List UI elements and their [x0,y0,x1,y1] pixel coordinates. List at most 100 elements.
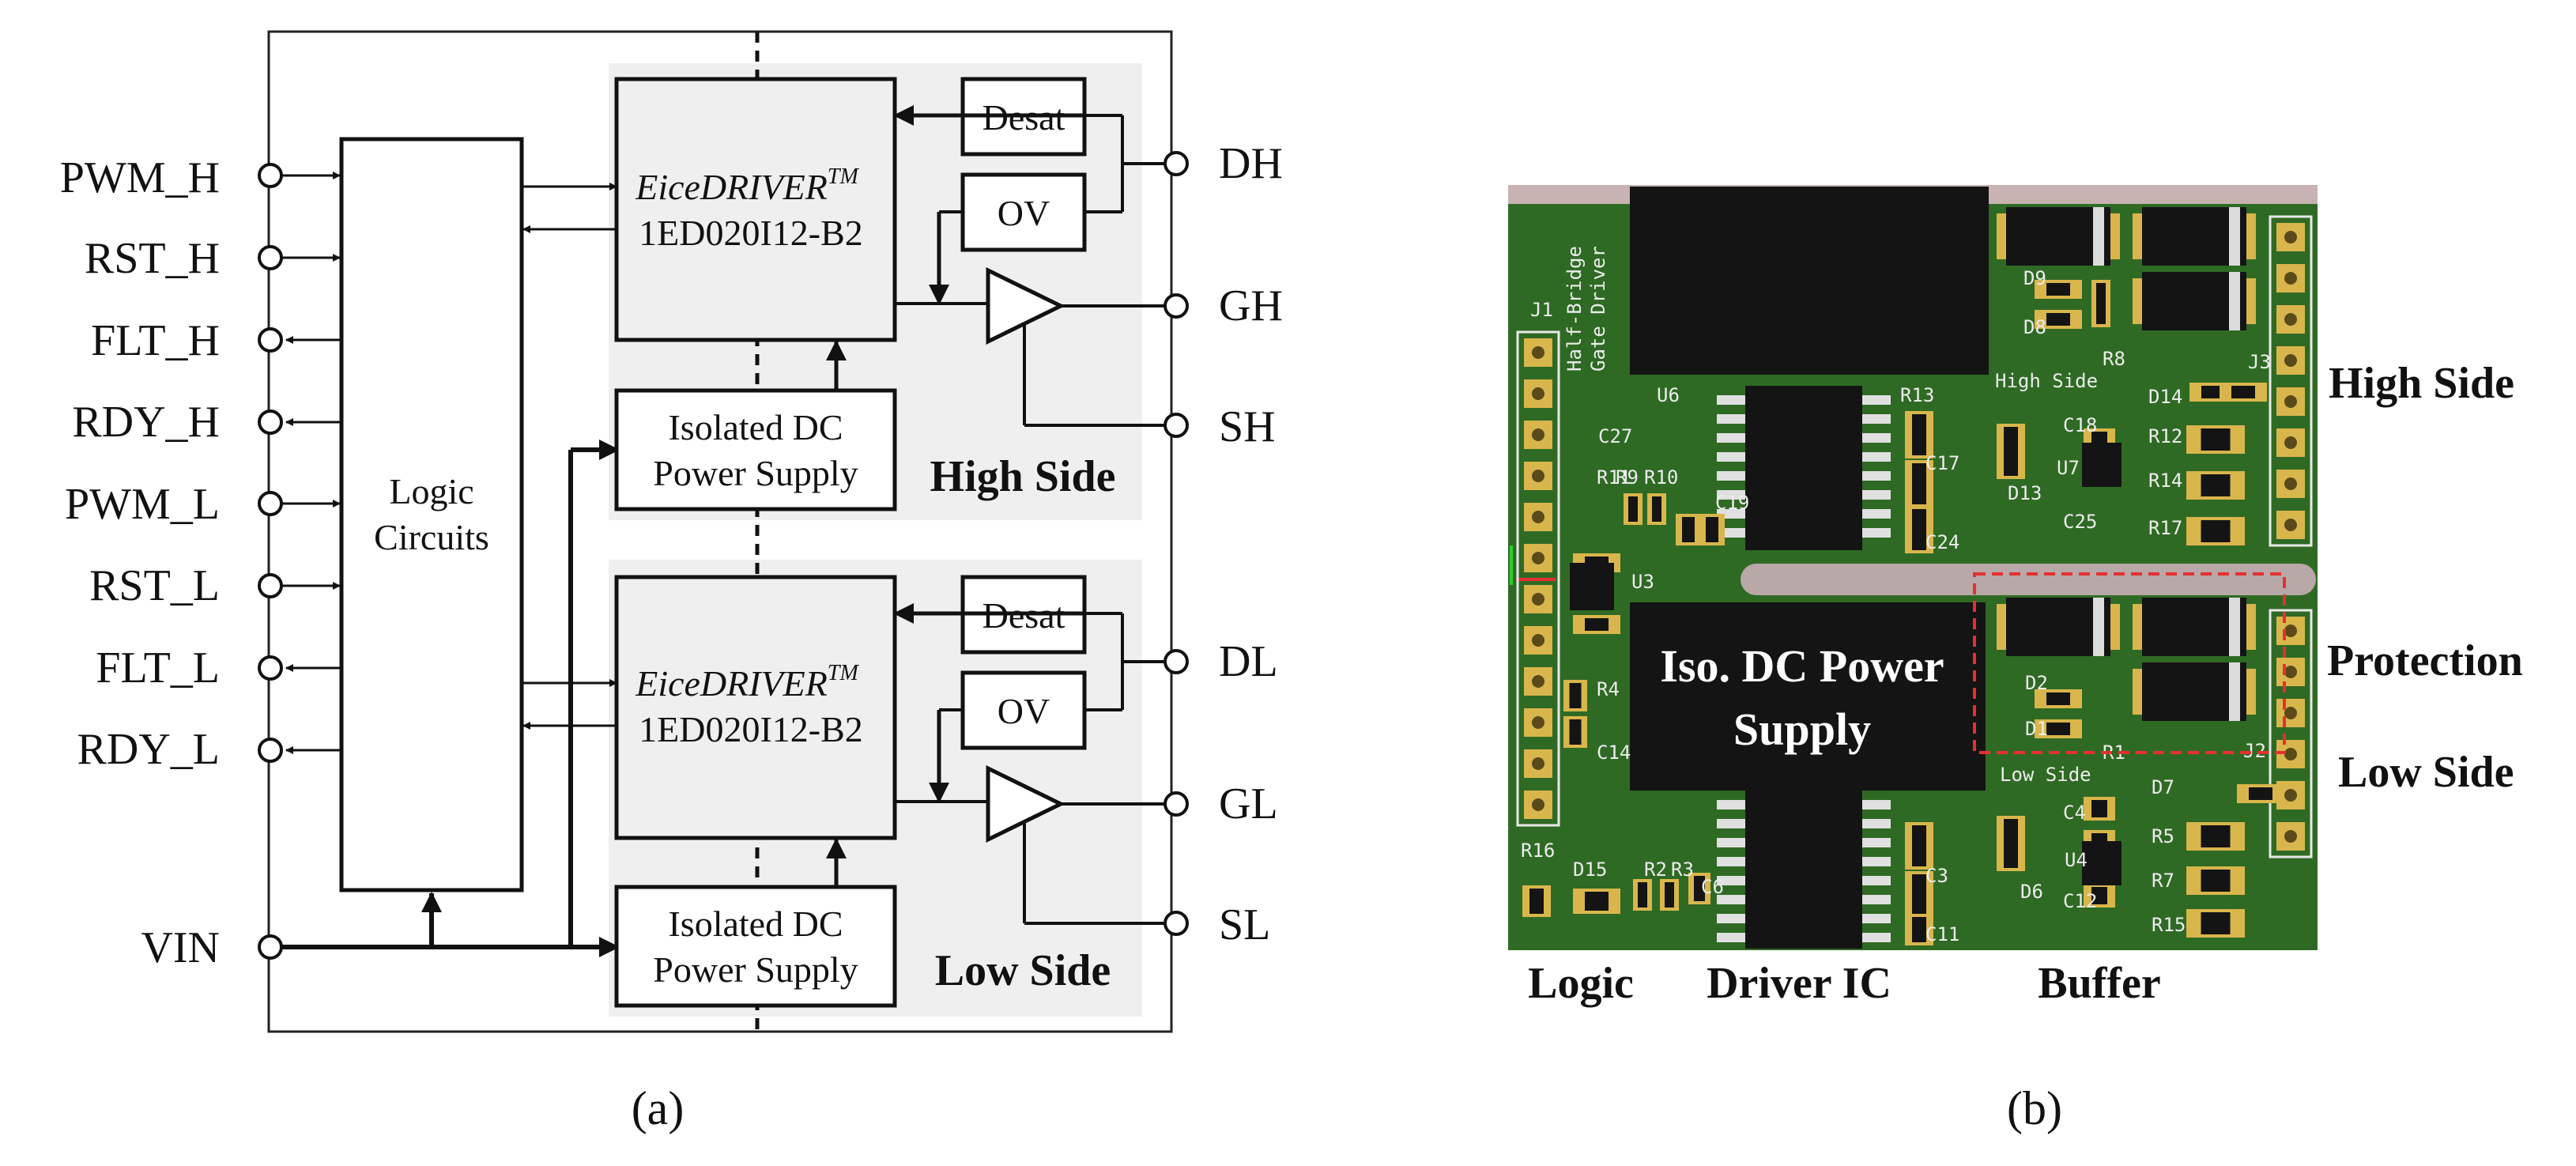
pin-terminal-4 [258,491,283,516]
silk-ref-c19: C19 [1715,492,1749,514]
driver-ic-high-pin [1862,452,1891,462]
silk-ref-r2: R2 [1644,858,1667,881]
driver-ic-high-pin [1717,490,1745,500]
iso-supply-module-high [1630,187,1989,375]
smd-part-32-body [1529,889,1544,914]
diode-d2b-band [2229,598,2240,656]
driver-ic-low-pin [1862,838,1891,847]
driver-ic-high-pin [1862,414,1891,424]
label-buffer: Buffer [2038,959,2161,1008]
driver-ic-low-pin [1862,895,1891,904]
header-j3-hole [2284,313,2297,326]
smd-part-25-body [2004,819,2018,868]
header-j2-hole [2284,666,2297,678]
driver-ic-low-pin [1717,876,1745,885]
header-j1-hole [1532,470,1544,482]
header-j2-hole [2284,830,2297,843]
driver-ic-low-pin [1717,933,1745,942]
smd-part-11-body [1912,509,1926,550]
silk-ref-d1: D1 [2025,718,2048,740]
logic-label-2: Circuits [374,517,489,557]
silk-ref-d9: D9 [2023,267,2046,289]
smd-part-7-body [2201,474,2231,496]
driver-ic-block-high [614,77,897,342]
silk-ref-r14: R14 [2148,470,2182,492]
driver-ic-low-pin [1862,857,1891,866]
signal-wiring [522,105,1189,936]
pin-label-dl: DL [1219,637,1278,686]
logic-label-1: Logic [389,471,473,511]
pin-label-pwm-l: PWM_L [65,480,220,529]
silk-ref-r7: R7 [2152,870,2174,892]
driver-ic-high-pin [1862,433,1891,443]
ov-label-high: OV [998,193,1050,233]
smd-part-35-body [1665,882,1674,908]
driver-ic-low-pin [1717,838,1745,847]
smd-part-12-body [1628,496,1638,522]
silk-ref-r15: R15 [2152,914,2186,936]
silk-ref-c27: C27 [1598,425,1632,447]
smd-part-5-body [2201,386,2225,398]
diode-d2-pad [1997,604,2006,650]
silk-ref-c14: C14 [1597,741,1631,764]
driver-ic-high-pin [1717,471,1745,481]
driver-ic-high-pin [1717,414,1745,424]
pcb-smd-parts [1522,207,2284,945]
driver-name-low: EiceDRIVERTM [635,661,859,704]
diode-d9-pad [1997,213,2006,259]
silk-ref-d14: D14 [2148,386,2182,408]
ic-u7 [2082,443,2122,487]
smd-part-13-body [1652,496,1661,522]
smd-part-29-body [1912,825,1926,866]
diode-d2b-pad [2133,604,2142,650]
silk-ref-r5: R5 [2152,825,2174,847]
pin-label-vin: VIN [141,923,220,972]
header-j1-hole [1532,511,1544,523]
silk-ref-c11: C11 [1925,923,1959,945]
silk-ref-c17: C17 [1925,452,1959,474]
logic-block [339,137,524,892]
g-terminal-low [1164,791,1189,817]
d-terminal-low [1164,649,1189,674]
header-j3-hole [2284,272,2297,285]
driver-ic-low-pin [1862,933,1891,942]
ic-u3 [1570,563,1614,610]
driver-ic-low [1745,791,1862,949]
pin-label-gh: GH [1219,281,1283,330]
silk-ref-d2: D2 [2025,672,2048,694]
silk-ref-r17: R17 [2148,517,2182,539]
driver-ic-high-pin [1862,395,1891,405]
outer-frame [267,30,1173,1033]
g-terminal-high [1164,293,1189,319]
pin-terminal-5 [258,573,283,598]
low-side-label: Low Side [935,946,1111,995]
driver-ic-high-pin [1717,452,1745,462]
header-j3-hole [2284,477,2297,490]
smd-part-28-body [2091,887,2107,904]
smd-part-18-body [1569,683,1582,708]
silk-ref-c18: C18 [2063,414,2097,436]
driver-ic-low-pin [1862,819,1891,828]
protection-highlight [1973,572,2286,754]
silk-ref-c25: C25 [2063,511,2097,533]
driver-ic-high-pin [1717,433,1745,443]
pin-terminal-0 [258,163,283,188]
driver-ic-low-pin [1717,857,1745,866]
silk-ref-c12: C12 [2063,890,2097,912]
header-j2-hole [2284,707,2297,719]
silk-ref-u7: U7 [2057,457,2080,479]
diode-d2-pad [2110,604,2120,650]
pin-terminal-3 [258,409,283,435]
smd-part-33-body [1585,892,1609,911]
iso-label-low-2: Power Supply [653,949,858,990]
pin-terminal-2 [258,327,283,353]
pin-label-dh: DH [1219,139,1283,188]
iso-label-low-1: Isolated DC [668,904,843,944]
smd-part-31-body [1912,917,1926,942]
header-j3-hole [2284,395,2297,408]
smd-part-14-body [1682,517,1695,542]
smd-part-9-body [1912,414,1926,455]
silk-high-side: High Side [1995,370,2098,392]
silk-ref-r11: R11 [1597,466,1631,489]
